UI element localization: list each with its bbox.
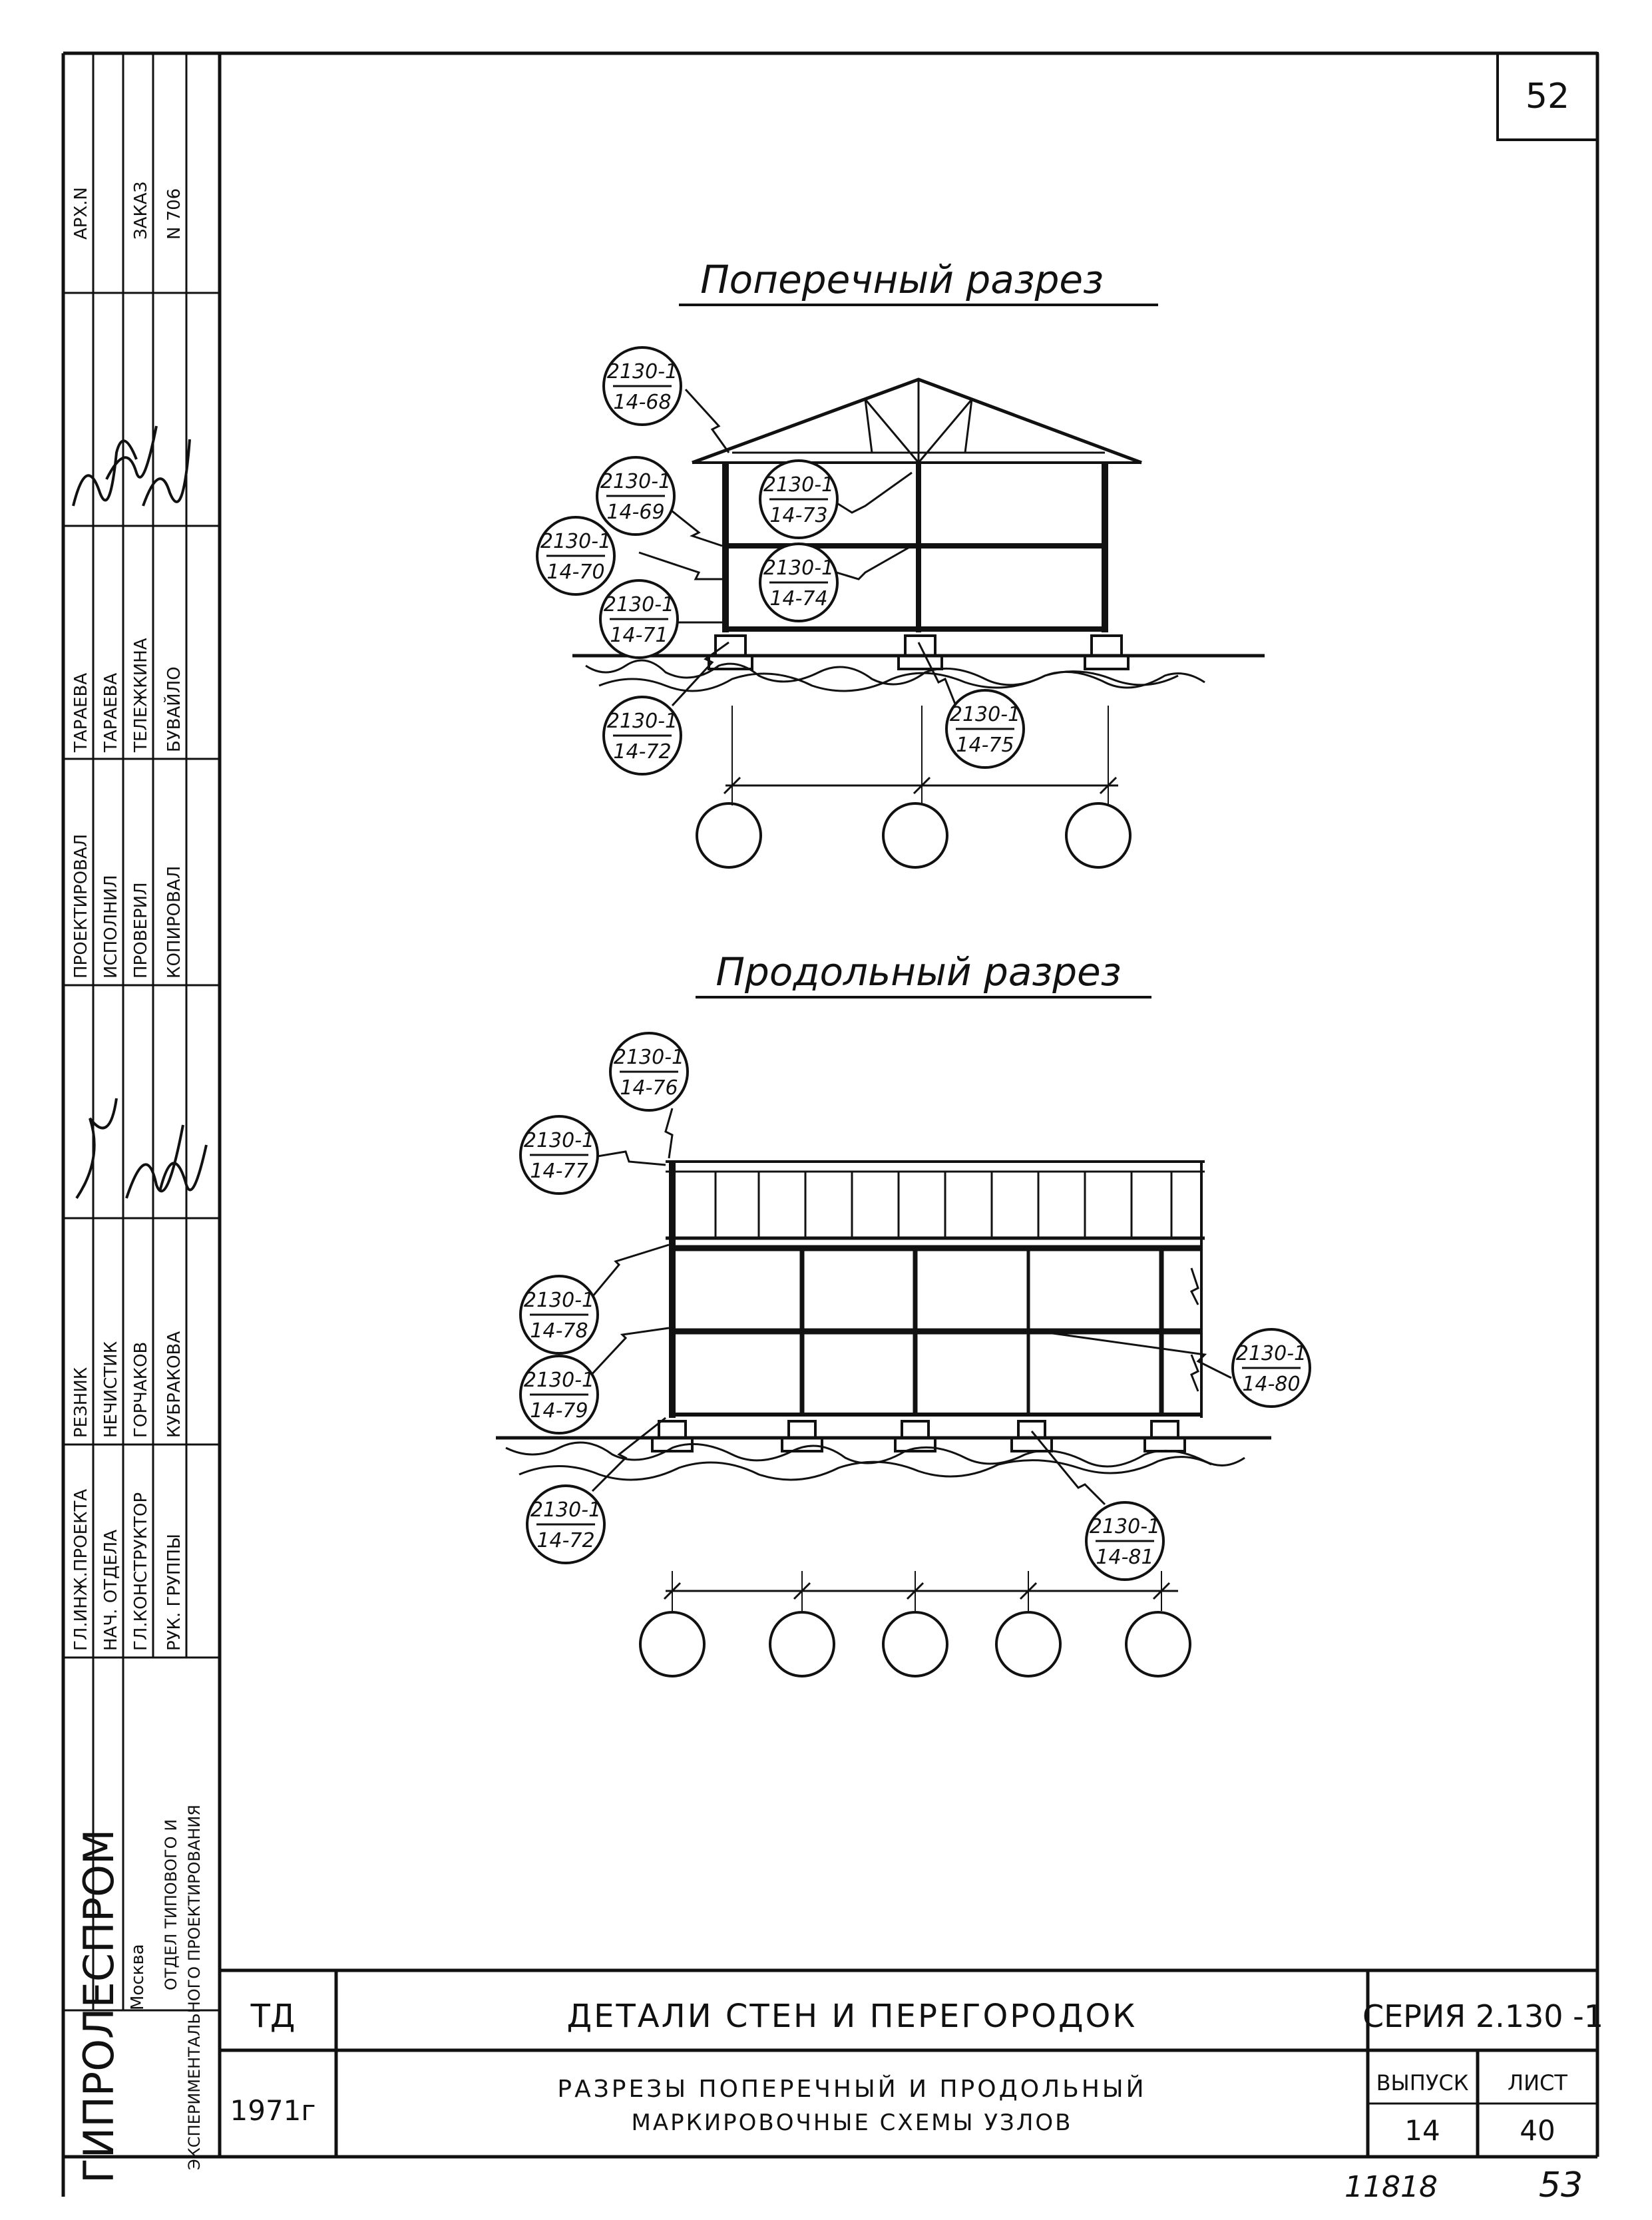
name-copied: БУВАЙЛО — [163, 666, 184, 752]
svg-text:14-70: 14-70 — [546, 560, 604, 584]
svg-text:14-77: 14-77 — [530, 1160, 588, 1183]
svg-text:14-72: 14-72 — [536, 1529, 594, 1552]
year-label: 1971г — [230, 2094, 316, 2127]
callout-14-73: 2130-1 14-73 — [759, 459, 839, 539]
callout-14-76: 2130-1 14-76 — [609, 1032, 689, 1112]
org-name: ГИПРОЛЕСПРОМ — [75, 1829, 123, 2183]
issue-number: 14 — [1404, 2114, 1440, 2147]
sheet-value: 40 — [1520, 2114, 1555, 2147]
callout-14-72-long: 2130-1 14-72 — [526, 1484, 606, 1564]
longitudinal-section-title: Продольный разрез — [716, 949, 1121, 995]
name-dept-head: НЕЧИСТИК — [101, 1341, 121, 1438]
role-group-lead: РУК. ГРУППЫ — [164, 1534, 184, 1651]
name-designed: ТАРАЕВА — [71, 673, 91, 753]
role-chief-designer: ГЛ.КОНСТРУКТОР — [131, 1492, 151, 1651]
callout-14-78: 2130-1 14-78 — [519, 1275, 599, 1355]
svg-text:2130-1: 2130-1 — [614, 1046, 684, 1069]
order-number: N 706 — [164, 188, 184, 240]
svg-text:2130-1: 2130-1 — [530, 1498, 601, 1522]
sheet-label: ЛИСТ — [1508, 2070, 1567, 2096]
callout-14-72: 2130-1 14-72 — [602, 696, 682, 776]
title-block — [220, 1968, 1597, 2157]
archive-number-label: АРХ.N — [71, 187, 91, 240]
svg-text:2130-1: 2130-1 — [600, 470, 671, 493]
callout-14-75: 2130-1 14-75 — [945, 689, 1025, 769]
svg-text:2130-1: 2130-1 — [604, 593, 674, 616]
longitudinal-callouts: 2130-1 14-76 2130-1 14-77 2130-1 14-78 2… — [519, 1032, 1311, 1581]
svg-text:2130-1: 2130-1 — [763, 556, 834, 580]
transverse-section-title: Поперечный разрез — [700, 257, 1104, 302]
svg-text:2130-1: 2130-1 — [524, 1289, 594, 1312]
svg-text:14-75: 14-75 — [956, 734, 1014, 757]
svg-text:2130-1: 2130-1 — [763, 473, 834, 497]
svg-text:2130-1: 2130-1 — [524, 1129, 594, 1152]
svg-text:14-74: 14-74 — [769, 587, 827, 610]
sheet-frame — [61, 51, 1599, 2197]
svg-text:14-78: 14-78 — [530, 1319, 588, 1343]
svg-text:2130-1: 2130-1 — [524, 1369, 594, 1392]
transverse-callouts: 2130-1 14-68 2130-1 14-69 2130-1 14-70 2… — [536, 346, 1025, 776]
page-number: 53 — [1539, 2165, 1583, 2205]
callout-14-79: 2130-1 14-79 — [519, 1355, 599, 1435]
callout-14-77: 2130-1 14-77 — [519, 1115, 599, 1195]
svg-text:14-81: 14-81 — [1096, 1546, 1153, 1569]
name-chief-designer: ГОРЧАКОВ — [131, 1342, 151, 1438]
svg-text:14-68: 14-68 — [613, 391, 671, 414]
name-chief-engineer: РЕЗНИК — [71, 1367, 91, 1438]
org-dept-line1: ОТДЕЛ ТИПОВОГО И — [162, 1819, 180, 1990]
callout-14-80: 2130-1 14-80 — [1231, 1328, 1311, 1408]
org-dept-line2: ЭКСПЕРИМЕНТАЛЬНОГО ПРОЕКТИРОВАНИЯ — [185, 1805, 204, 2170]
svg-text:14-72: 14-72 — [613, 740, 671, 764]
svg-text:14-73: 14-73 — [769, 504, 827, 527]
td-label: ТД — [250, 1998, 296, 2035]
name-group-lead: КУБРАКОВА — [164, 1331, 184, 1438]
svg-text:14-76: 14-76 — [620, 1076, 678, 1100]
transverse-leaders — [638, 388, 960, 713]
svg-text:2130-1: 2130-1 — [1236, 1342, 1307, 1365]
longitudinal-building — [496, 1160, 1271, 1677]
org-city: Москва — [128, 1944, 148, 2010]
callout-14-70: 2130-1 14-70 — [536, 516, 616, 596]
transverse-building — [572, 377, 1265, 869]
callout-14-81: 2130-1 14-81 — [1085, 1501, 1165, 1581]
name-checked: ТЕЛЕЖКИНА — [131, 638, 151, 753]
issue-label: ВЫПУСК — [1376, 2070, 1469, 2096]
name-executed: ТАРАЕВА — [101, 673, 121, 753]
drawing-subtitle-2: МАРКИРОВОЧНЫЕ СХЕМЫ УЗЛОВ — [631, 2109, 1072, 2136]
longitudinal-leaders — [565, 1108, 1232, 1506]
svg-text:2130-1: 2130-1 — [607, 710, 678, 733]
drawing-subtitle-1: РАЗРЕЗЫ ПОПЕРЕЧНЫЙ И ПРОДОЛЬНЫЙ — [557, 2075, 1146, 2103]
role-copied: КОПИРОВАЛ — [164, 866, 184, 979]
signatures — [72, 425, 208, 1200]
svg-text:14-80: 14-80 — [1242, 1373, 1300, 1396]
svg-text:2130-1: 2130-1 — [950, 703, 1020, 726]
role-dept-head: НАЧ. ОТДЕЛА — [101, 1530, 121, 1651]
svg-text:2130-1: 2130-1 — [1090, 1515, 1160, 1538]
sheet-number-box: 52 — [1496, 52, 1599, 141]
svg-text:14-79: 14-79 — [530, 1399, 588, 1423]
series-label: СЕРИЯ 2.130 -1 — [1362, 1998, 1603, 2034]
role-executed: ИСПОЛНИЛ — [101, 875, 121, 979]
callout-14-69: 2130-1 14-69 — [596, 456, 676, 536]
role-checked: ПРОВЕРИЛ — [131, 882, 151, 979]
drawing-title: ДЕТАЛИ СТЕН И ПЕРЕГОРОДОК — [567, 1998, 1137, 2035]
sheet-number: 52 — [1526, 77, 1569, 116]
side-stamp-text: АРХ.N ЗАКАЗ N 706 ПРОЕКТИРОВАЛ ИСПОЛНИЛ … — [71, 182, 204, 2183]
callout-14-68: 2130-1 14-68 — [602, 346, 682, 426]
svg-text:2130-1: 2130-1 — [607, 360, 678, 383]
side-stamp — [63, 53, 220, 2012]
svg-text:14-71: 14-71 — [610, 624, 668, 647]
role-designed: ПРОЕКТИРОВАЛ — [71, 834, 91, 979]
callout-14-71: 2130-1 14-71 — [599, 579, 679, 659]
title-block-text: ТД 1971г ДЕТАЛИ СТЕН И ПЕРЕГОРОДОК РАЗРЕ… — [230, 1998, 1604, 2147]
inventory-number: 11818 — [1344, 2170, 1438, 2204]
role-chief-engineer: ГЛ.ИНЖ.ПРОЕКТА — [71, 1489, 91, 1651]
order-label: ЗАКАЗ — [131, 182, 151, 240]
callout-14-74: 2130-1 14-74 — [759, 543, 839, 622]
svg-text:14-69: 14-69 — [606, 501, 664, 524]
svg-text:2130-1: 2130-1 — [540, 530, 611, 553]
